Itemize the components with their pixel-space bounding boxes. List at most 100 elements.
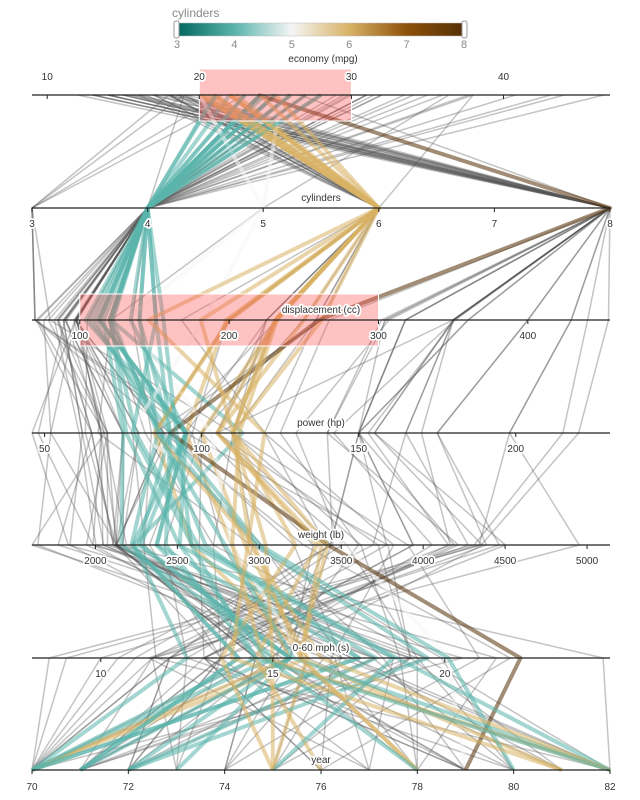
tick-label-halo: 78	[412, 782, 424, 793]
tick-label-halo: 40	[498, 72, 510, 83]
tick-label-halo: 4000	[412, 556, 435, 567]
tick-label: 20	[194, 72, 206, 83]
axis-title: power (hp)	[297, 418, 345, 429]
tick-label: 300	[370, 331, 387, 342]
legend-tick-label: 8	[461, 39, 467, 51]
axis-title: cylinders	[301, 193, 340, 204]
legend-title: cylinders	[172, 6, 219, 20]
tick-label: 5	[260, 219, 266, 230]
tick-label-halo: 100	[193, 444, 210, 455]
legend-tick-label: 7	[404, 39, 410, 51]
tick-label-halo: 6	[376, 219, 382, 230]
tick-label-halo: 30	[346, 72, 358, 83]
tick-label: 15	[267, 669, 279, 680]
tick-label: 8	[607, 219, 613, 230]
legend-tick-label: 4	[231, 39, 237, 51]
tick-label-halo: 4500	[494, 556, 517, 567]
tick-label: 6	[376, 219, 382, 230]
tick-label-halo: 4	[145, 219, 151, 230]
legend-tick-label: 5	[289, 39, 295, 51]
tick-label: 72	[123, 782, 135, 793]
tick-label: 2500	[166, 556, 189, 567]
tick-label-halo: 200	[507, 444, 524, 455]
tick-label-halo: 7	[492, 219, 498, 230]
axis-title-halo: cylinders	[301, 193, 340, 204]
tick-label: 400	[520, 331, 537, 342]
tick-label-halo: 3	[29, 219, 35, 230]
tick-label: 78	[412, 782, 424, 793]
tick-label: 76	[315, 782, 327, 793]
tick-label: 30	[346, 72, 358, 83]
tick-label: 7	[492, 219, 498, 230]
tick-label-halo: 72	[123, 782, 135, 793]
tick-label: 100	[71, 331, 88, 342]
tick-label-halo: 15	[267, 669, 279, 680]
axis-title-halo: power (hp)	[297, 418, 345, 429]
tick-label-halo: 10	[42, 72, 54, 83]
legend-tick-labels: 3 4 5 6 7 8	[174, 39, 467, 51]
legend-right-handle[interactable]	[461, 20, 468, 39]
tick-label: 70	[26, 782, 38, 793]
tick-label-halo: 74	[219, 782, 231, 793]
tick-label: 82	[604, 782, 616, 793]
legend-tick-label: 6	[346, 39, 352, 51]
tick-label-halo: 10	[95, 669, 107, 680]
tick-label: 4000	[412, 556, 435, 567]
axis-title: weight (lb)	[297, 530, 344, 541]
tick-label-halo: 76	[315, 782, 327, 793]
tick-label: 200	[507, 444, 524, 455]
tick-label: 10	[95, 669, 107, 680]
axis-title: displacement (cc)	[282, 305, 360, 316]
axis-title-halo: weight (lb)	[297, 530, 344, 541]
tick-label-halo: 5000	[576, 556, 599, 567]
axis-title-halo: displacement (cc)	[282, 305, 360, 316]
legend-label: economy (mpg)	[288, 54, 357, 65]
tick-label: 4	[145, 219, 151, 230]
legend-tick-label: 3	[174, 39, 180, 51]
axis-title-halo: 0-60 mph (s)	[293, 643, 350, 654]
tick-label-halo: 400	[520, 331, 537, 342]
tick-label-halo: 3000	[248, 556, 271, 567]
tick-label-halo: 100	[71, 331, 88, 342]
legend-color-ramp	[176, 22, 465, 37]
tick-label: 10	[42, 72, 54, 83]
tick-label: 2000	[84, 556, 107, 567]
tick-label: 3500	[330, 556, 353, 567]
tick-label-halo: 200	[221, 331, 238, 342]
tick-label: 5000	[576, 556, 599, 567]
tick-label-halo: 20	[194, 72, 206, 83]
axis-title: year	[311, 755, 331, 766]
tick-label: 200	[221, 331, 238, 342]
tick-label: 3	[29, 219, 35, 230]
tick-label: 150	[350, 444, 367, 455]
tick-label-halo: 2000	[84, 556, 107, 567]
tick-label-halo: 50	[39, 444, 51, 455]
tick-label: 3000	[248, 556, 271, 567]
tick-label: 50	[39, 444, 51, 455]
tick-label: 74	[219, 782, 231, 793]
tick-label: 4500	[494, 556, 517, 567]
tick-label-halo: 150	[350, 444, 367, 455]
tick-label: 100	[193, 444, 210, 455]
color-legend: cylinders 3 4 5 6 7 8 economy (mpg)	[172, 6, 468, 65]
tick-label: 40	[498, 72, 510, 83]
tick-label-halo: 8	[607, 219, 613, 230]
tick-label-halo: 2500	[166, 556, 189, 567]
tick-label-halo: 82	[604, 782, 616, 793]
tick-label-halo: 5	[260, 219, 266, 230]
tick-label-halo: 300	[370, 331, 387, 342]
tick-label-halo: 20	[439, 669, 451, 680]
tick-label-halo: 3500	[330, 556, 353, 567]
legend-left-handle[interactable]	[173, 20, 180, 39]
tick-label-halo: 70	[26, 782, 38, 793]
tick-label: 80	[508, 782, 520, 793]
